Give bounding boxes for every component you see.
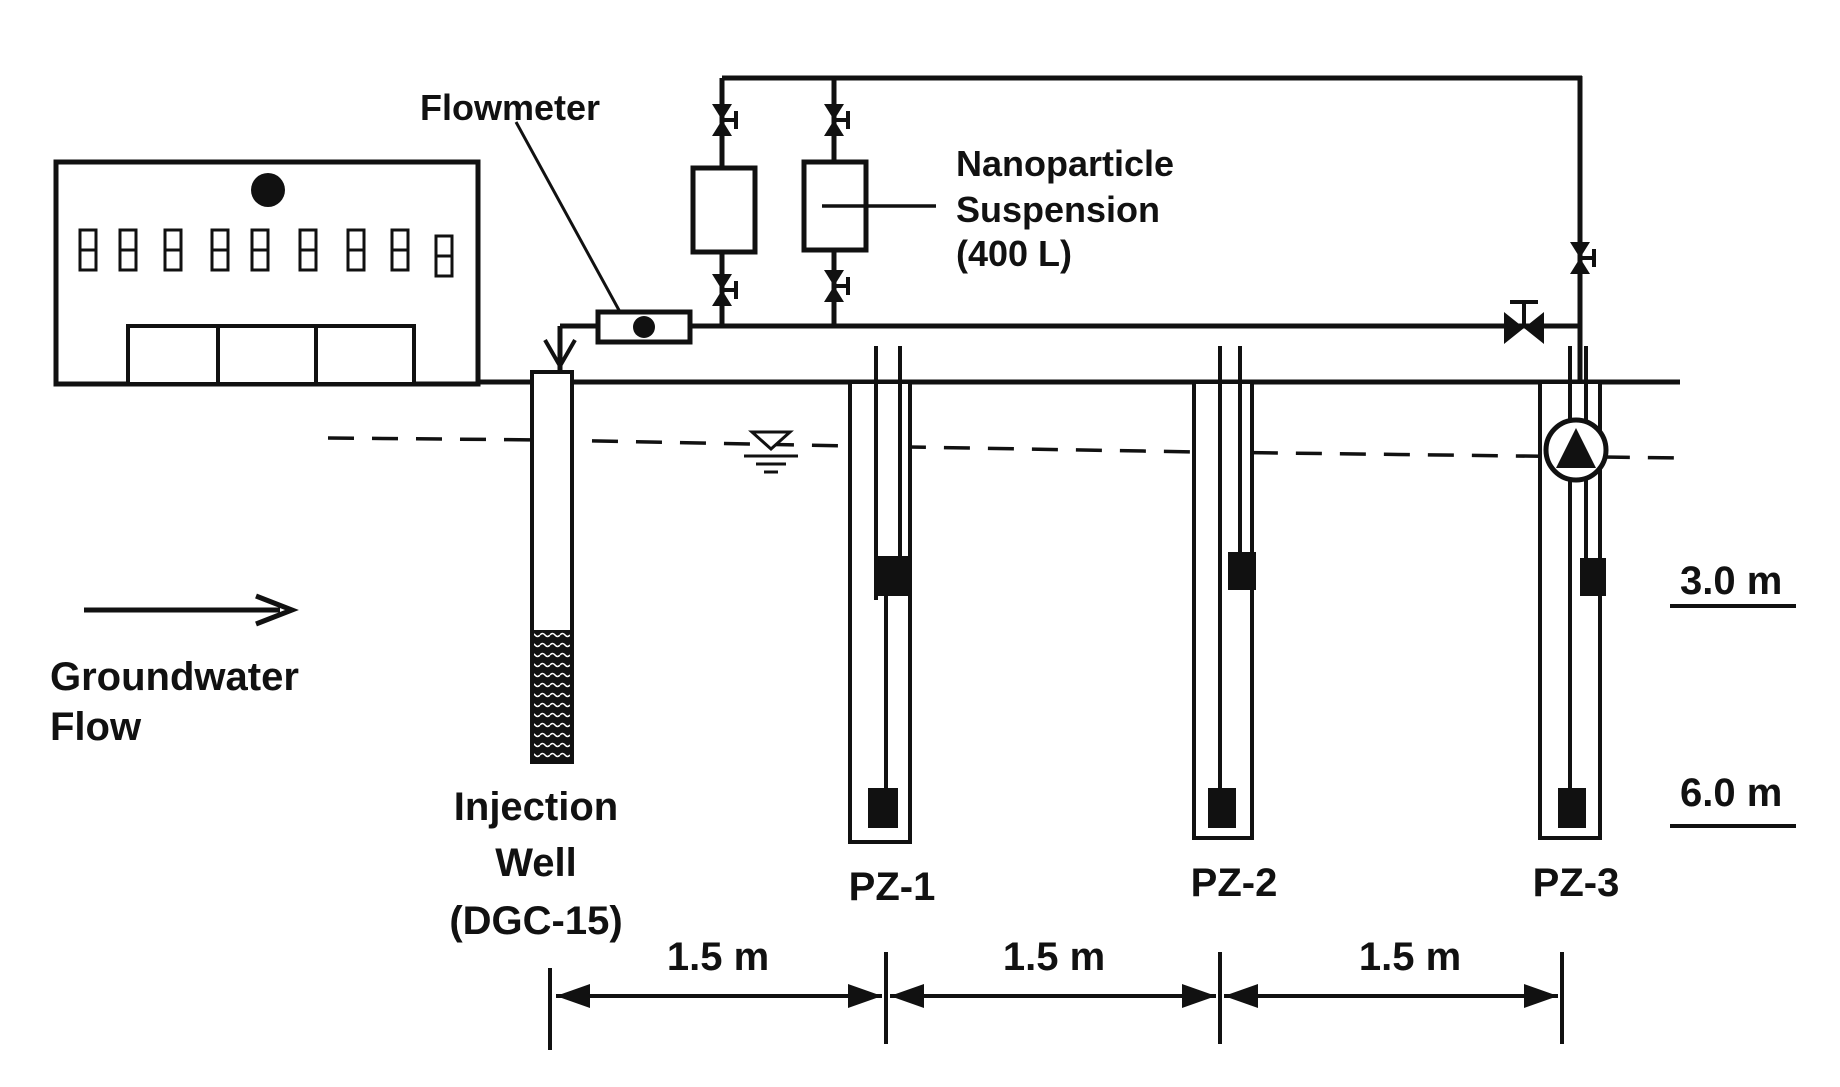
valve-icon [710,272,738,308]
spacing-label-2: 1.5 m [1003,935,1105,979]
depth-deep-label: 6.0 m [1680,771,1782,815]
valve-icon [1504,300,1544,344]
groundwater-label-2: Flow [50,705,142,749]
water-table [327,436,1681,460]
injection-label-1: Injection [454,785,618,829]
valve-icon [1568,240,1596,276]
arrow-right-icon [84,593,299,627]
flowmeter-icon [514,121,693,345]
spacing-dimensions [548,952,1564,1050]
spacing-label-1: 1.5 m [667,935,769,979]
water-table-icon [744,430,798,474]
valve-icon [710,102,738,138]
depth-shallow-label: 3.0 m [1680,559,1782,603]
suspension-tank-1 [690,165,758,255]
pz3-label: PZ-3 [1533,861,1620,905]
groundwater-label-1: Groundwater [50,655,299,699]
piezometer-pz1 [848,346,912,844]
injection-label-2: Well [495,841,577,885]
spacing-label-3: 1.5 m [1359,935,1461,979]
pz1-label: PZ-1 [849,865,936,909]
pump-icon [1543,417,1609,483]
suspension-label-3: (400 L) [956,233,1072,274]
building-icon [53,159,481,387]
flowmeter-label: Flowmeter [420,87,600,128]
valve-icon [822,102,850,138]
piezometer-pz2 [1192,346,1256,840]
injection-label-3: (DGC-15) [449,899,622,943]
pz2-label: PZ-2 [1191,861,1278,905]
suspension-label-2: Suspension [956,189,1160,230]
suspension-tank-2 [801,159,936,253]
injection-well [530,370,574,764]
valve-icon [822,268,850,304]
dimension-arrowheads [556,984,1558,1008]
suspension-label-1: Nanoparticle [956,143,1174,184]
